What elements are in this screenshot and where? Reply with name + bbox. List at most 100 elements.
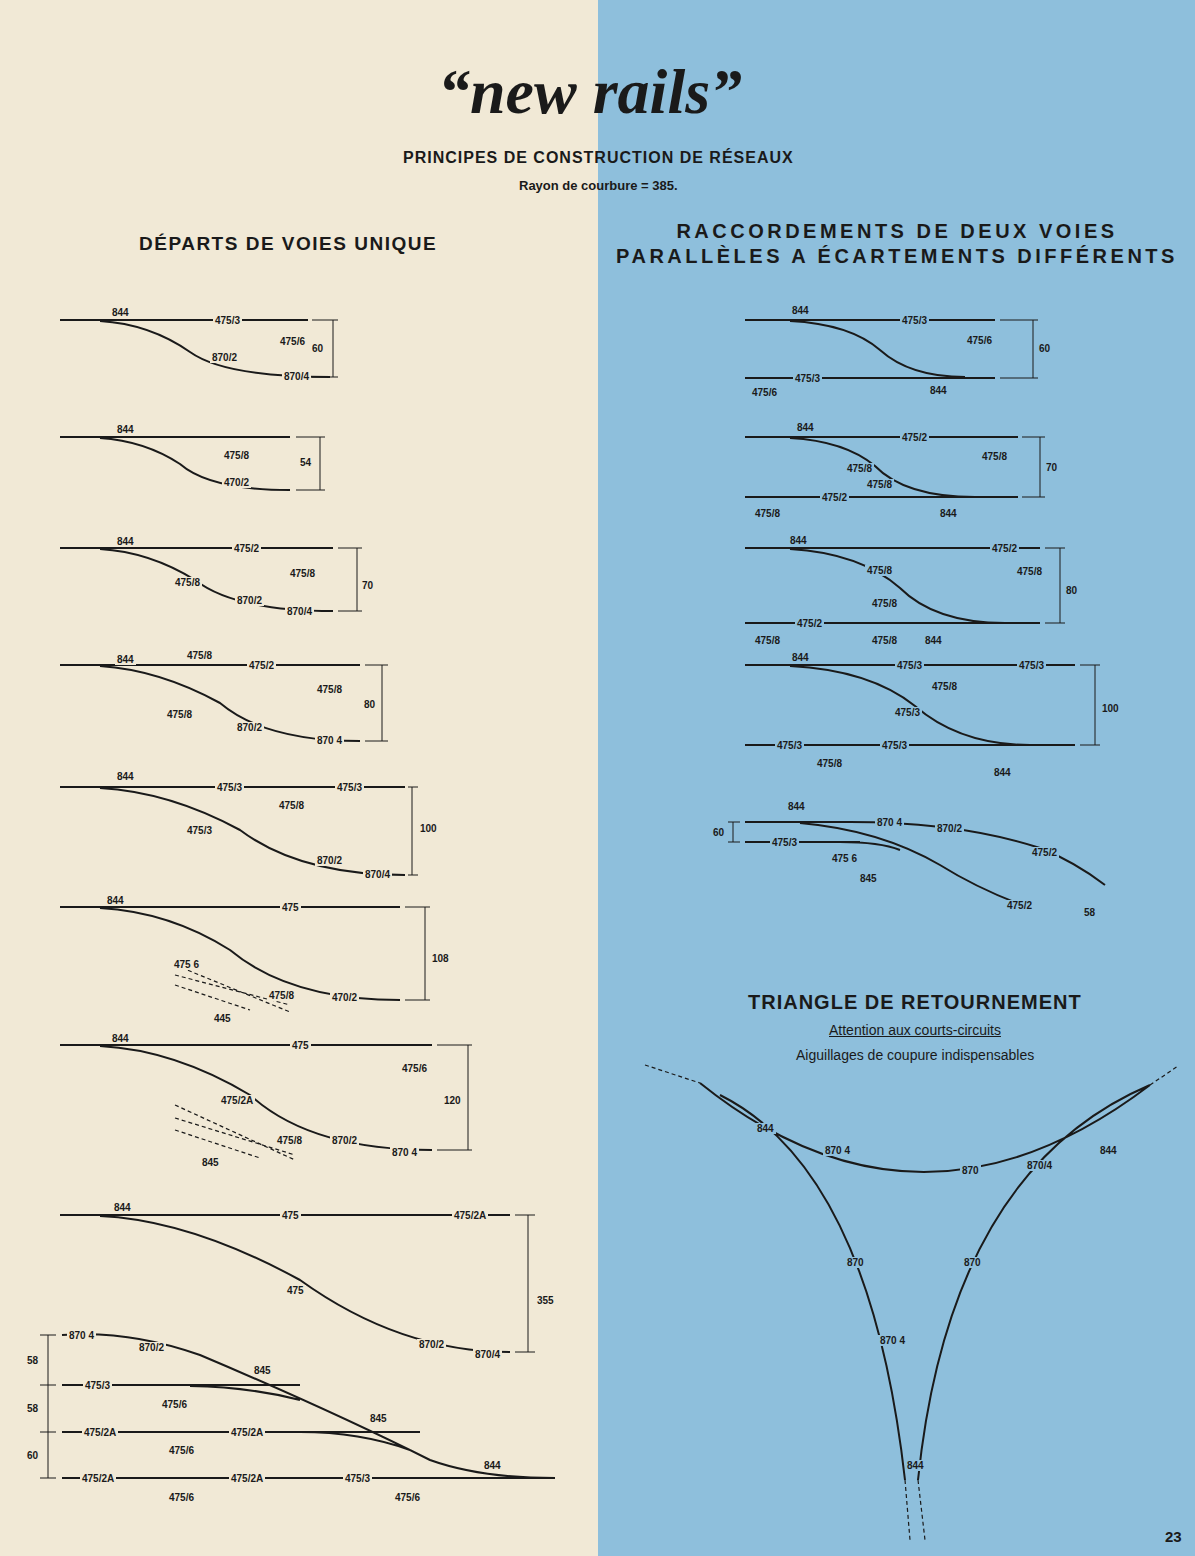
part-number: 475/3 <box>775 740 804 751</box>
part-number: 475/3 <box>793 373 822 384</box>
part-number: 475/6 <box>965 335 994 346</box>
part-number: 475/8 <box>275 1135 304 1146</box>
part-number: 475/2 <box>795 618 824 629</box>
part-number: 475/8 <box>315 684 344 695</box>
part-number: 870 <box>960 1165 981 1176</box>
part-number: 870/2 <box>210 352 239 363</box>
part-number: 475/2 <box>820 492 849 503</box>
section-heading: TRIANGLE DE RETOURNEMENT <box>748 991 1082 1014</box>
part-number: 100 <box>418 823 439 834</box>
part-number: 475/8 <box>870 598 899 609</box>
part-number: 475/8 <box>753 635 782 646</box>
part-number: 475 6 <box>830 853 859 864</box>
part-number: 475/6 <box>278 336 307 347</box>
page-number: 23 <box>1165 1528 1182 1545</box>
part-number: 475/2 <box>1030 847 1059 858</box>
part-number: 870 4 <box>67 1330 96 1341</box>
part-number: 475/2 <box>232 543 261 554</box>
part-number: 844 <box>905 1460 926 1471</box>
page-title: “new rails” <box>438 57 742 127</box>
part-number: 475/3 <box>215 782 244 793</box>
part-number: 475/8 <box>173 577 202 588</box>
part-number: 845 <box>252 1365 273 1376</box>
part-number: 870 4 <box>315 735 344 746</box>
part-number: 475 <box>285 1285 306 1296</box>
part-number: 470/2 <box>222 477 251 488</box>
part-number: 475/8 <box>1015 566 1044 577</box>
part-number: 475 6 <box>172 959 201 970</box>
part-number: 70 <box>1044 462 1059 473</box>
part-number: 475/2A <box>80 1473 116 1484</box>
part-number: 475/3 <box>1017 660 1046 671</box>
part-number: 870 4 <box>823 1145 852 1156</box>
section-heading: DÉPARTS DE VOIES UNIQUE <box>139 233 437 255</box>
part-number: 70 <box>360 580 375 591</box>
warning-note: Aiguillages de coupure indispensables <box>796 1047 1034 1063</box>
part-number: 844 <box>790 652 811 663</box>
part-number: 475/3 <box>185 825 214 836</box>
part-number: 844 <box>938 508 959 519</box>
part-number: 475/8 <box>980 451 1009 462</box>
part-number: 475/3 <box>335 782 364 793</box>
part-number: 475/6 <box>400 1063 429 1074</box>
part-number: 475/2 <box>247 660 276 671</box>
part-number: 475/2 <box>900 432 929 443</box>
part-number: 475/3 <box>895 660 924 671</box>
part-number: 844 <box>786 801 807 812</box>
part-number: 475 <box>290 1040 311 1051</box>
part-number: 100 <box>1100 703 1121 714</box>
part-number: 870 4 <box>390 1147 419 1158</box>
part-number: 870/2 <box>417 1339 446 1350</box>
part-number: 844 <box>110 307 131 318</box>
part-number: 845 <box>368 1413 389 1424</box>
part-number: 870/2 <box>137 1342 166 1353</box>
part-number: 475/3 <box>83 1380 112 1391</box>
part-number: 475/8 <box>222 450 251 461</box>
part-number: 54 <box>298 457 313 468</box>
part-number: 475/6 <box>167 1445 196 1456</box>
part-number: 475/8 <box>288 568 317 579</box>
part-number: 844 <box>788 535 809 546</box>
part-number: 80 <box>362 699 377 710</box>
part-number: 844 <box>115 654 136 665</box>
part-number: 870/2 <box>235 722 264 733</box>
part-number: 870/2 <box>235 595 264 606</box>
part-number: 108 <box>430 953 451 964</box>
track-lines <box>60 320 1150 1480</box>
part-number: 475/6 <box>393 1492 422 1503</box>
part-number: 870/4 <box>363 869 392 880</box>
part-number: 445 <box>212 1013 233 1024</box>
note: Rayon de courbure = 385. <box>519 178 678 193</box>
part-number: 475/2 <box>1005 900 1034 911</box>
part-number: 475/8 <box>865 565 894 576</box>
part-number: 844 <box>115 771 136 782</box>
part-number: 845 <box>858 873 879 884</box>
part-number: 870/2 <box>935 823 964 834</box>
part-number: 60 <box>310 343 325 354</box>
part-number: 58 <box>25 1403 40 1414</box>
part-number: 870/4 <box>1025 1160 1054 1171</box>
part-number: 844 <box>105 895 126 906</box>
part-number: 870/2 <box>330 1135 359 1146</box>
part-number: 475/8 <box>277 800 306 811</box>
part-number: 845 <box>200 1157 221 1168</box>
part-number: 870/4 <box>473 1349 502 1360</box>
part-number: 475/2A <box>452 1210 488 1221</box>
part-number: 475/8 <box>815 758 844 769</box>
part-number: 870/4 <box>282 371 311 382</box>
part-number: 844 <box>795 422 816 433</box>
part-number: 475/3 <box>880 740 909 751</box>
part-number: 60 <box>25 1450 40 1461</box>
part-number: 870/4 <box>285 606 314 617</box>
dashed-sketches <box>175 965 1178 1540</box>
part-number: 844 <box>755 1123 776 1134</box>
part-number: 475/2A <box>229 1473 265 1484</box>
part-number: 844 <box>923 635 944 646</box>
part-number: 58 <box>25 1355 40 1366</box>
part-number: 60 <box>1037 343 1052 354</box>
part-number: 475/6 <box>160 1399 189 1410</box>
part-number: 475/8 <box>165 709 194 720</box>
part-number: 475/2A <box>219 1095 255 1106</box>
part-number: 844 <box>1098 1145 1119 1156</box>
